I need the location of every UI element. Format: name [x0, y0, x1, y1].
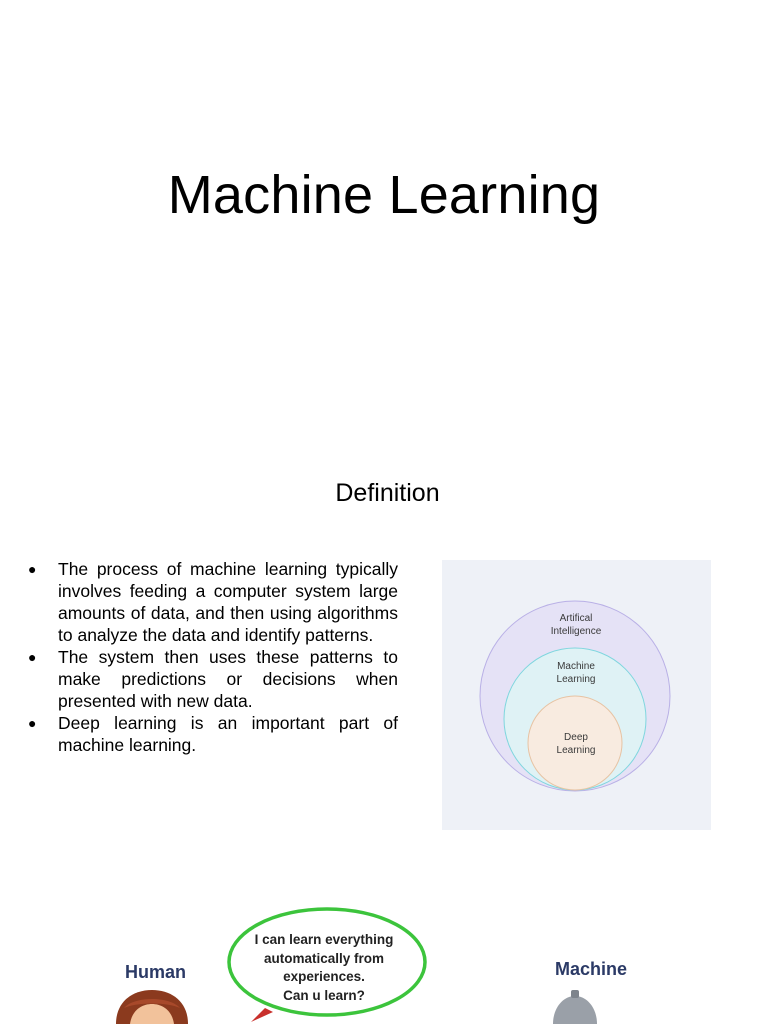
section-heading: Definition: [335, 479, 440, 507]
bullet-icon: ●: [28, 649, 37, 665]
ml-label-line2: Learning: [557, 674, 596, 685]
human-avatar-icon: [116, 990, 188, 1024]
list-item: ● The process of machine learning typical…: [28, 558, 398, 646]
bullet-icon: ●: [28, 561, 37, 577]
ml-label-line1: Machine: [557, 661, 595, 672]
bullet-text: The process of machine learning typicall…: [58, 559, 398, 645]
definition-list: ● The process of machine learning typical…: [28, 558, 398, 756]
ai-label-line2: Intelligence: [551, 626, 602, 637]
bullet-text: The system then uses these patterns to m…: [58, 647, 398, 711]
speech-line: automatically from: [263, 950, 385, 966]
ai-label-line1: Artifical: [560, 613, 593, 624]
list-item: ● The system then uses these patterns to …: [28, 646, 398, 712]
venn-svg: Artifical Intelligence Machine Learning …: [479, 600, 671, 792]
machine-label: Machine: [555, 959, 628, 979]
list-item: ● Deep learning is an important part of m…: [28, 712, 398, 756]
speech-bubble: [227, 907, 427, 1022]
dl-label-line1: Deep: [564, 732, 588, 743]
speech-line: I can learn everything: [254, 932, 394, 947]
speech-bubble-text: I can learn everything automatically fro…: [248, 931, 400, 1005]
bullet-text: Deep learning is an important part of ma…: [58, 713, 398, 755]
human-label: Human: [125, 962, 187, 982]
speech-pointer-icon: [251, 1008, 273, 1022]
speech-line: experiences.: [283, 969, 365, 984]
robot-avatar-icon: [553, 990, 597, 1024]
venn-diagram: Artifical Intelligence Machine Learning …: [442, 560, 711, 830]
page-title: Machine Learning: [167, 165, 601, 225]
dl-circle: [527, 695, 623, 791]
bullet-icon: ●: [28, 715, 37, 731]
dl-label-line2: Learning: [557, 745, 596, 756]
speech-line: Can u learn?: [283, 987, 365, 1003]
